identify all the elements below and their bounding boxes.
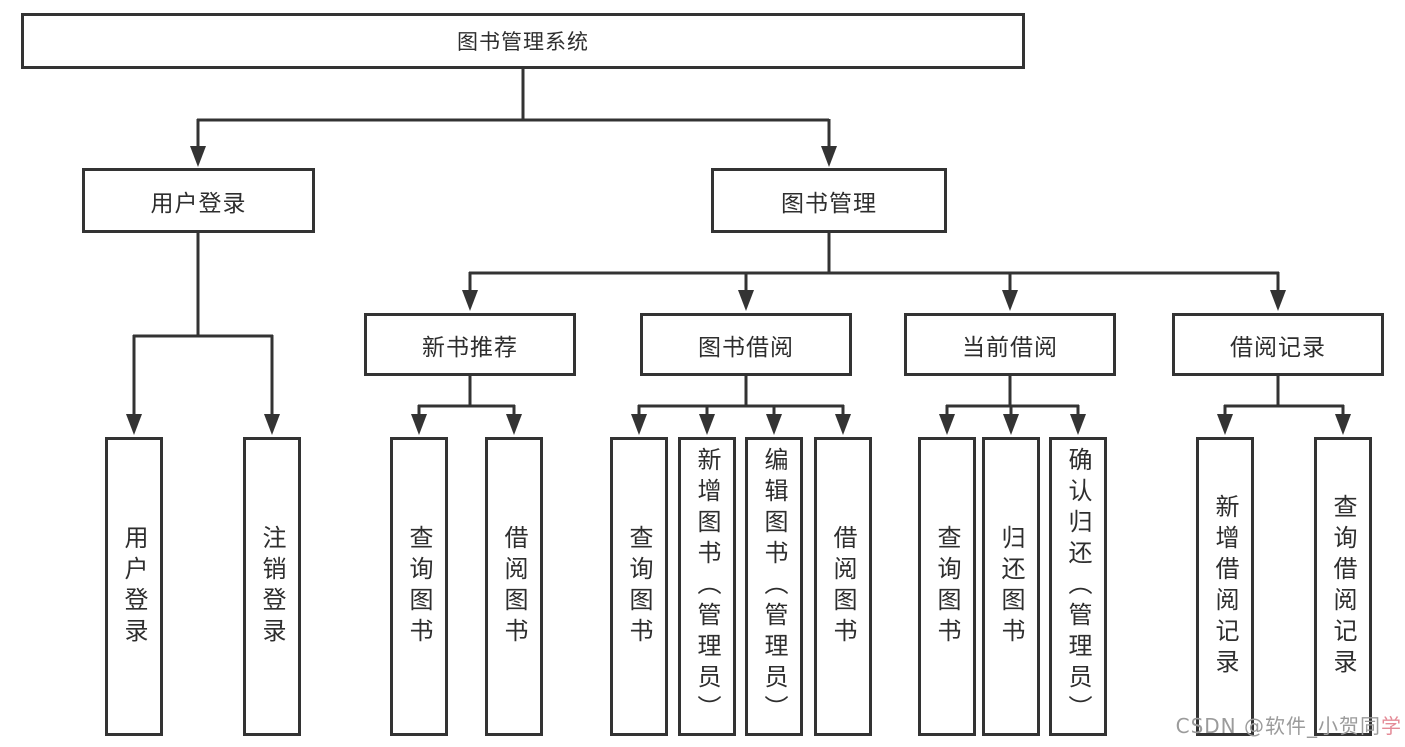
node-label: 用户登录	[150, 190, 247, 217]
node-label: 新增图书（管理员）	[693, 447, 721, 726]
node-label: 查询图书	[405, 524, 433, 649]
node-label: 编辑图书（管理员）	[760, 447, 788, 726]
edge-borrow-records-children	[1217, 374, 1351, 435]
edge-new-book-recommend-children	[411, 374, 522, 435]
leaf-borrow-books: 借阅图书	[814, 437, 872, 736]
node-label: 图书管理	[781, 190, 877, 217]
node-label: 查询图书	[625, 524, 653, 649]
watermark-accent-char: 学	[1381, 714, 1402, 738]
node-user-login: 用户登录	[82, 168, 315, 233]
node-label: 新书推荐	[422, 334, 518, 361]
leaf-return-books: 归还图书	[982, 437, 1040, 736]
node-label: 图书管理系统	[457, 30, 589, 54]
node-label: 借阅图书	[500, 524, 528, 649]
leaf-query-books-current: 查询图书	[918, 437, 976, 736]
leaf-query-books-borrow: 查询图书	[610, 437, 668, 736]
leaf-query-books-recommend: 查询图书	[390, 437, 448, 736]
node-book-borrow: 图书借阅	[640, 313, 852, 376]
node-label: 新增借阅记录	[1211, 493, 1239, 680]
leaf-add-books-admin: 新增图书（管理员）	[678, 437, 736, 736]
node-label: 查询借阅记录	[1329, 493, 1357, 680]
node-label: 确认归还（管理员）	[1064, 447, 1092, 726]
node-label: 用户登录	[120, 524, 148, 649]
edge-user-login-children	[126, 231, 280, 435]
leaf-user-login: 用户登录	[105, 437, 163, 736]
node-current-borrow: 当前借阅	[904, 313, 1116, 376]
leaf-borrow-books-recommend: 借阅图书	[485, 437, 543, 736]
node-borrow-records: 借阅记录	[1172, 313, 1384, 376]
leaf-logout: 注销登录	[243, 437, 301, 736]
node-label: 归还图书	[997, 524, 1025, 649]
leaf-query-borrow-record: 查询借阅记录	[1314, 437, 1372, 736]
edge-book-borrow-children	[631, 374, 851, 435]
leaf-add-borrow-record: 新增借阅记录	[1196, 437, 1254, 736]
node-new-book-recommend: 新书推荐	[364, 313, 576, 376]
node-label: 图书借阅	[698, 334, 794, 361]
node-label: 借阅记录	[1230, 334, 1326, 361]
edge-current-borrow-children	[939, 374, 1086, 435]
leaf-confirm-return-admin: 确认归还（管理员）	[1049, 437, 1107, 736]
node-label: 当前借阅	[962, 334, 1058, 361]
node-label: 查询图书	[933, 524, 961, 649]
node-label: 借阅图书	[829, 524, 857, 649]
watermark-text: CSDN @软件_小贺同	[1175, 714, 1381, 738]
edge-root-to-level2	[190, 67, 837, 167]
node-library-management-system: 图书管理系统	[21, 13, 1025, 69]
node-label: 注销登录	[258, 524, 286, 649]
leaf-edit-books-admin: 编辑图书（管理员）	[745, 437, 803, 736]
csdn-watermark: CSDN @软件_小贺同学	[1176, 710, 1402, 739]
edge-book-management-children	[462, 231, 1286, 311]
node-book-management: 图书管理	[711, 168, 947, 233]
